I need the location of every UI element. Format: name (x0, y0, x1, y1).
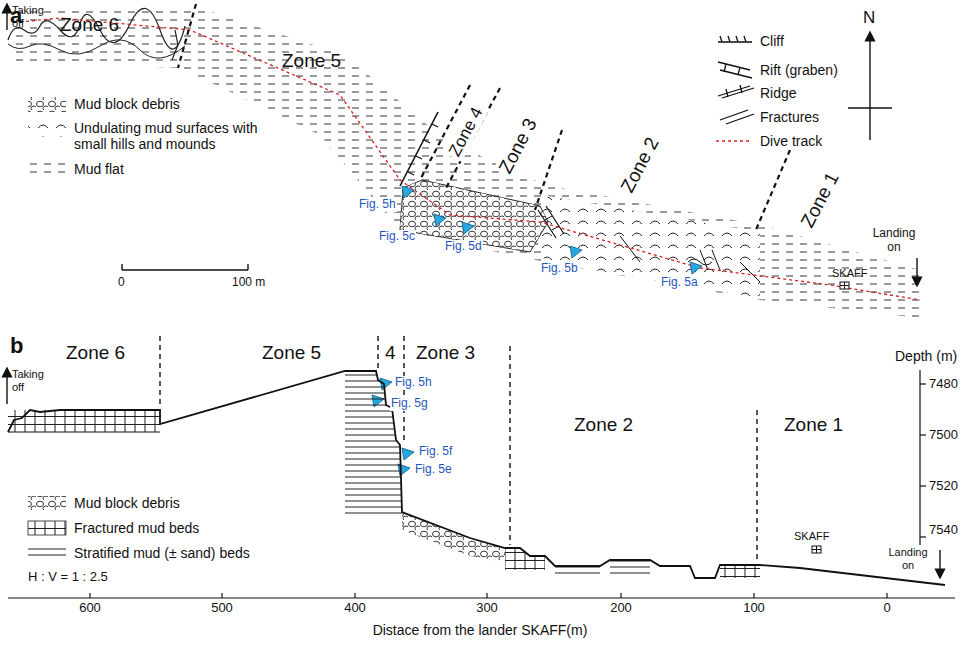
fig-callout: Fig. 5c (378, 230, 416, 244)
zone-label: Zone 2 (616, 132, 665, 198)
fig-callout: Fig. 5a (660, 276, 699, 290)
tick-label: 300 (476, 601, 498, 616)
panel-letter: b (10, 333, 23, 358)
arrows (7, 8, 940, 574)
lander-label: SKAFF (794, 530, 829, 543)
note: Landing on (868, 227, 920, 255)
legend-text: Stratified mud (± sand) beds (74, 545, 250, 561)
tick-label: 7500 (929, 428, 958, 443)
fig-callout: Fig. 5h (394, 376, 433, 390)
axis-title: Distace from the lander SKAFF(m) (373, 622, 588, 638)
tick-label: 7480 (929, 377, 958, 392)
note: Landing on (884, 546, 932, 571)
zone-label: Zone 5 (282, 50, 341, 72)
fig-marker (372, 186, 702, 476)
zone-label: Zone 2 (574, 414, 633, 436)
fig-callout: Fig. 5f (418, 445, 453, 459)
legend-text: Mud block debris (74, 96, 180, 112)
tick-label: 7520 (929, 479, 958, 494)
legend-text: Cliff (760, 33, 784, 49)
note: Taking off (12, 368, 56, 393)
legend-text: Fractures (760, 109, 819, 125)
lander-label: SKAFF (832, 267, 867, 280)
fig-callout: Fig. 5g (390, 397, 429, 411)
note: Taking off (12, 4, 56, 29)
legend-text: Mud block debris (74, 495, 180, 511)
fig-callout: Fig. 5e (414, 463, 453, 477)
zone-label: 4 (385, 342, 396, 364)
zone-label: Zone 3 (494, 113, 543, 179)
zone-label: Zone 1 (796, 167, 845, 233)
tick-label: 100 (743, 601, 765, 616)
tick-label: 200 (610, 601, 632, 616)
legend-symbols (28, 36, 754, 560)
zone-label: Zone 4 (444, 102, 488, 161)
fig-callout: Fig. 5h (358, 198, 397, 212)
tick-label: 600 (79, 601, 101, 616)
legend-text: Undulating mud surfaces with small hills… (74, 120, 258, 152)
tick-label: 400 (344, 601, 366, 616)
legend-text: Rift (graben) (760, 62, 838, 78)
zone-boundary (160, 336, 757, 562)
scale-ratio: H : V = 1 : 2.5 (28, 570, 108, 585)
zone-label: Zone 1 (784, 414, 843, 436)
scale-label: 100 m (232, 276, 265, 290)
zone-label: Zone 6 (66, 342, 125, 364)
axes (8, 370, 955, 598)
tick-label: 7540 (929, 523, 958, 538)
zone-boundary (178, 4, 790, 232)
map-band (8, 5, 920, 318)
fig-callout: Fig. 5d (444, 240, 483, 254)
scale-label: 0 (118, 276, 125, 290)
axis-title: Depth (m) (895, 348, 957, 364)
fig-callout: Fig. 5b (540, 262, 579, 276)
profile (8, 371, 945, 585)
scale-bar (122, 264, 248, 270)
legend-text: Ridge (760, 85, 797, 101)
zone-label: Zone 3 (416, 342, 475, 364)
zone-label: Zone 6 (60, 14, 119, 36)
north-label: N (863, 8, 875, 28)
tick-label: 0 (883, 601, 890, 616)
legend-text: Fractured mud beds (74, 520, 199, 536)
tick-label: 500 (211, 601, 233, 616)
zone-label: Zone 5 (262, 342, 321, 364)
legend-text: Dive track (760, 133, 822, 149)
legend-text: Mud flat (74, 161, 124, 177)
